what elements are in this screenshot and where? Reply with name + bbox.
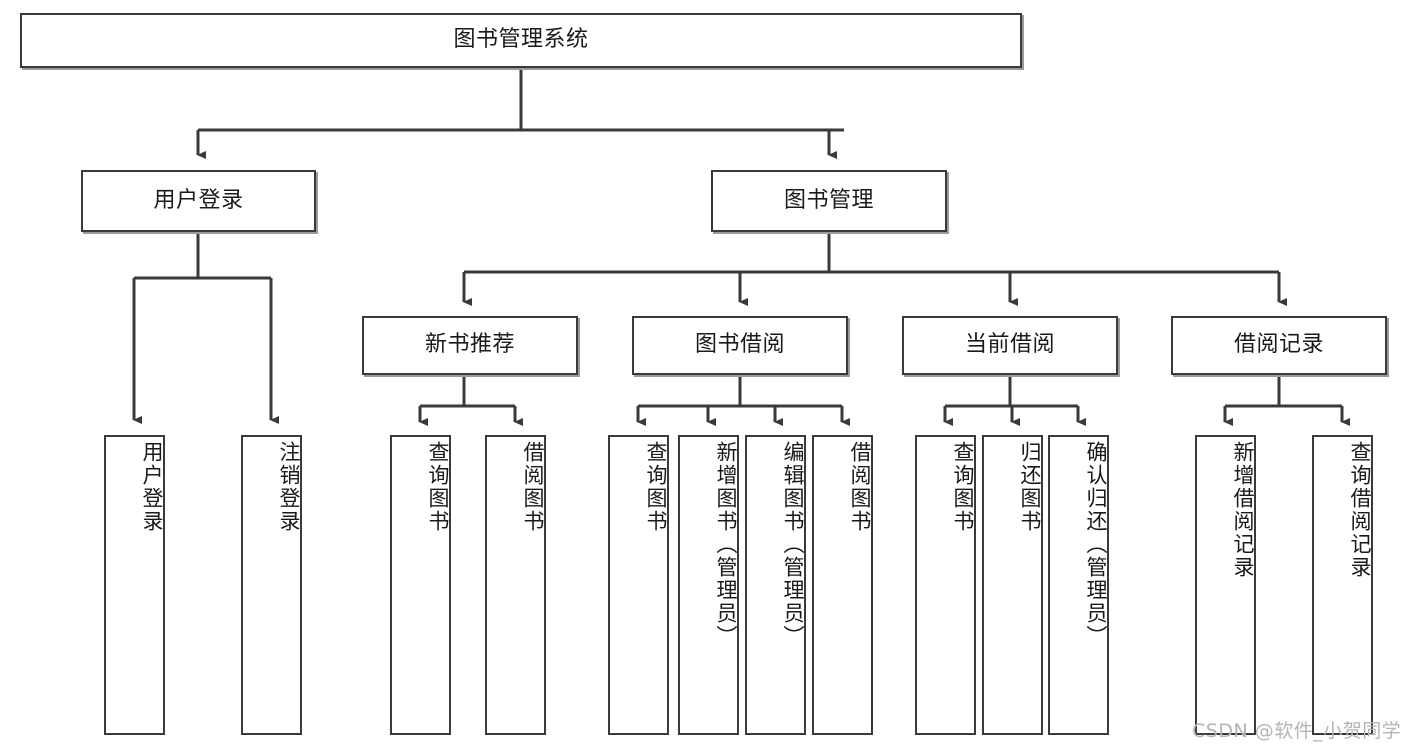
node-book-manage-label: 图书管理 [783,187,874,213]
node-user-login[interactable]: 用户登录 [81,170,316,232]
node-current-borrow-label: 当前借阅 [964,332,1055,358]
node-leaf-borrow-book-2-label: 借阅图书 [848,441,872,533]
node-leaf-borrow-book-1[interactable]: 借阅图书 [485,435,546,735]
node-leaf-query-book-1[interactable]: 查询图书 [390,435,451,735]
node-book-borrow-label: 图书借阅 [694,332,785,358]
node-leaf-logout[interactable]: 注销登录 [241,435,302,735]
node-leaf-borrow-book-1-label: 借阅图书 [521,441,545,533]
node-leaf-edit-book[interactable]: 编辑图书（管理员） [745,435,806,735]
node-leaf-query-book-3[interactable]: 查询图书 [915,435,976,735]
node-leaf-query-book-2-label: 查询图书 [644,441,668,533]
node-new-book-rec[interactable]: 新书推荐 [362,316,578,375]
node-root-label: 图书管理系统 [453,27,589,53]
node-leaf-return-book-label: 归还图书 [1018,441,1042,533]
node-leaf-query-book-1-label: 查询图书 [426,441,450,533]
node-new-book-rec-label: 新书推荐 [424,332,515,358]
node-borrow-record[interactable]: 借阅记录 [1171,316,1387,375]
node-borrow-record-label: 借阅记录 [1233,332,1324,358]
node-leaf-edit-book-label: 编辑图书（管理员） [781,441,805,648]
node-user-login-label: 用户登录 [153,187,244,213]
node-book-borrow[interactable]: 图书借阅 [632,316,848,375]
node-leaf-query-book-3-label: 查询图书 [951,441,975,533]
node-leaf-borrow-book-2[interactable]: 借阅图书 [812,435,873,735]
node-leaf-add-book[interactable]: 新增图书（管理员） [678,435,739,735]
node-leaf-query-record-label: 查询借阅记录 [1348,441,1372,579]
node-leaf-query-record[interactable]: 查询借阅记录 [1312,435,1373,735]
node-leaf-logout-label: 注销登录 [277,441,301,533]
node-leaf-confirm-return[interactable]: 确认归还（管理员） [1048,435,1109,735]
node-leaf-query-book-2[interactable]: 查询图书 [608,435,669,735]
node-leaf-add-book-label: 新增图书（管理员） [714,441,738,648]
node-book-manage[interactable]: 图书管理 [711,170,947,232]
node-leaf-return-book[interactable]: 归还图书 [982,435,1043,735]
node-root[interactable]: 图书管理系统 [20,13,1022,68]
node-current-borrow[interactable]: 当前借阅 [902,316,1118,375]
node-leaf-add-record-label: 新增借阅记录 [1231,441,1255,579]
csdn-watermark: CSDN @软件_小贺同学 [1192,720,1402,742]
node-leaf-add-record[interactable]: 新增借阅记录 [1195,435,1256,735]
node-leaf-user-login[interactable]: 用户登录 [104,435,165,735]
node-leaf-confirm-return-label: 确认归还（管理员） [1084,441,1108,648]
node-leaf-user-login-label: 用户登录 [140,441,164,533]
